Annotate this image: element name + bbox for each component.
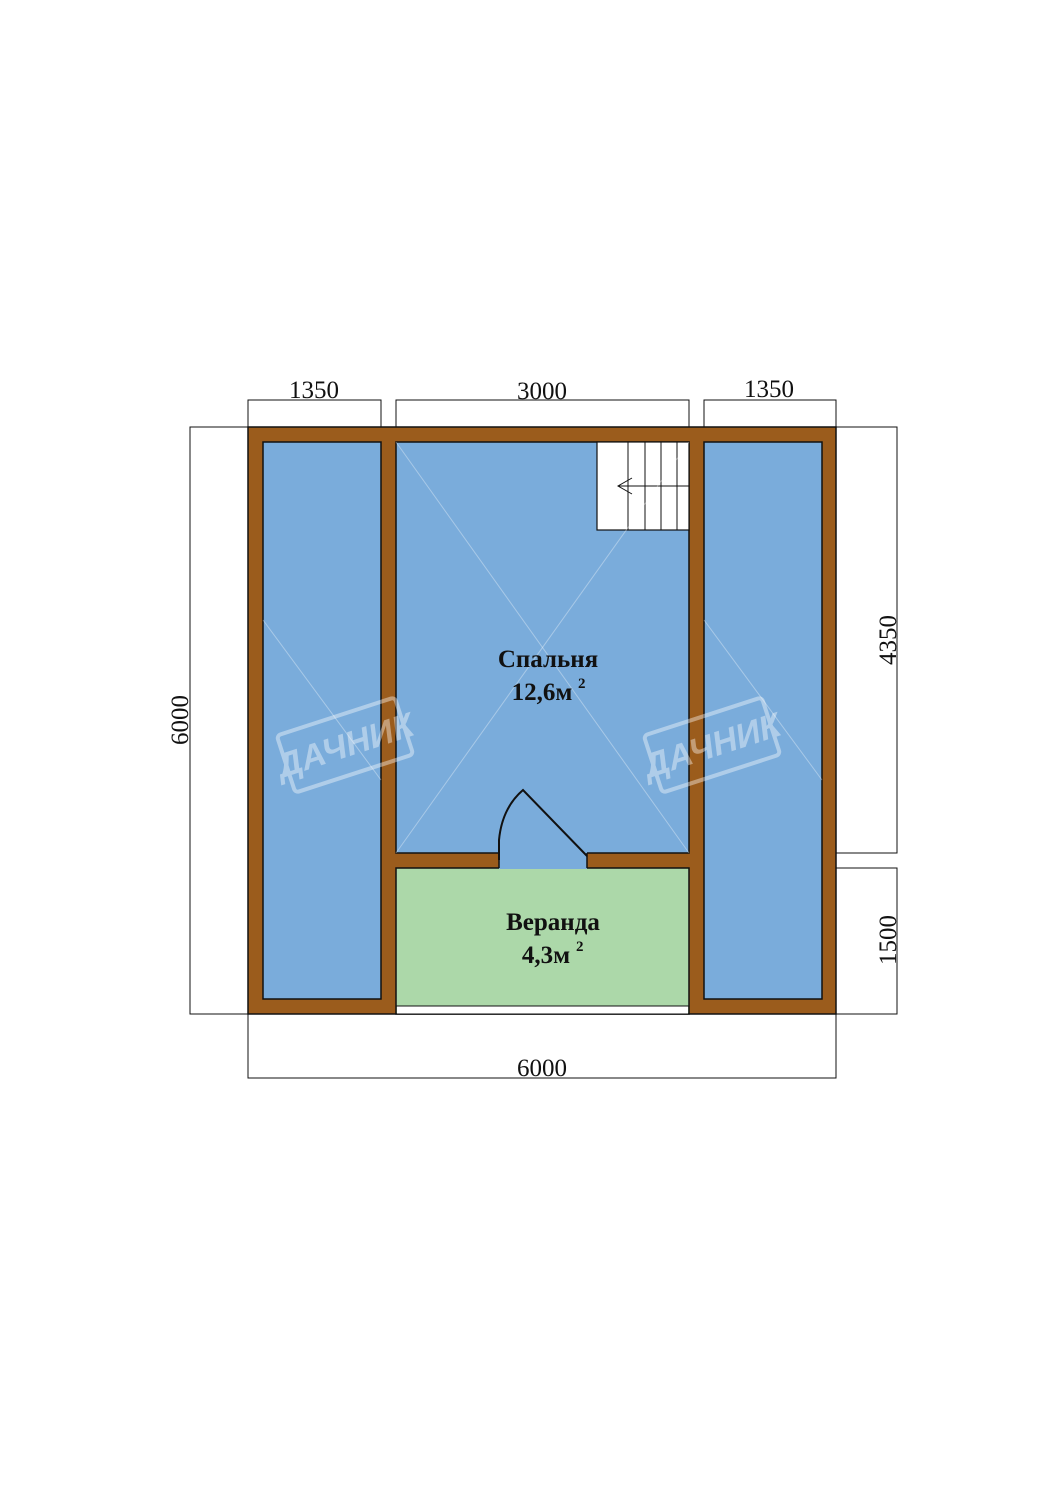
watermark-lines bbox=[262, 441, 823, 854]
veranda-name: Веранда bbox=[506, 909, 600, 936]
door-gap bbox=[499, 852, 587, 869]
bedroom-area-sup: 2 bbox=[578, 676, 586, 692]
dim-bottom-total: 6000 bbox=[517, 1055, 567, 1082]
dim-left-total: 6000 bbox=[167, 695, 194, 745]
stair-arrow-head bbox=[616, 477, 633, 495]
door-swing bbox=[498, 788, 588, 860]
dim-right-upper: 4350 bbox=[875, 615, 902, 665]
dim-top-right: 1350 bbox=[744, 376, 794, 403]
veranda-room bbox=[395, 867, 690, 1015]
veranda-area-sup: 2 bbox=[576, 939, 584, 955]
left-room bbox=[262, 441, 382, 1000]
staircase bbox=[596, 441, 690, 531]
veranda-area: 4,3м bbox=[522, 942, 570, 969]
dim-top-left: 1350 bbox=[289, 377, 339, 404]
bedroom-area: 12,6м bbox=[512, 679, 573, 706]
right-room bbox=[703, 441, 823, 1000]
bedroom-name: Спальня bbox=[498, 646, 598, 673]
veranda-opening bbox=[397, 1006, 688, 1014]
dimension-lines bbox=[189, 399, 898, 1079]
dim-right-lower: 1500 bbox=[875, 915, 902, 965]
dim-top-middle: 3000 bbox=[517, 378, 567, 405]
